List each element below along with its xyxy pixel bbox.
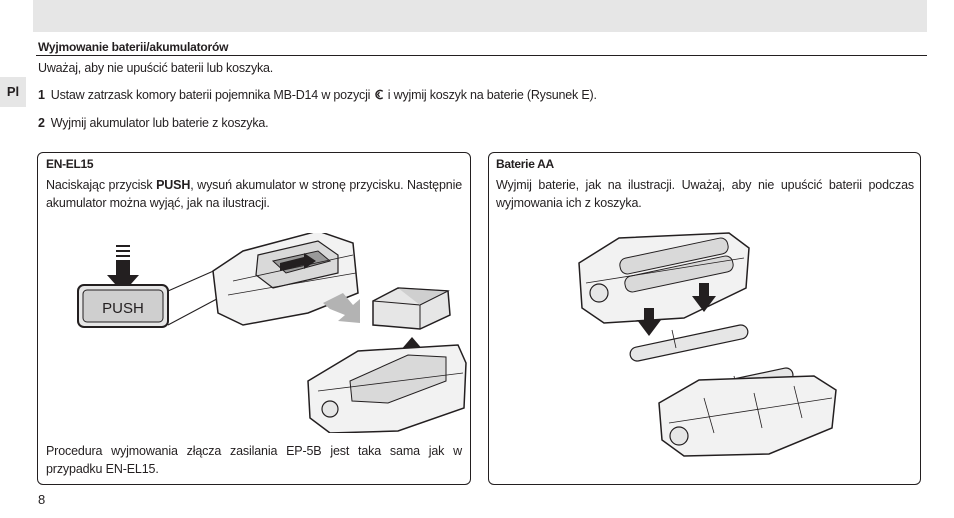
section-heading: Wyjmowanie baterii/akumulatorów <box>38 40 229 54</box>
push-button-label: PUSH <box>102 300 144 317</box>
enel15-text-post: , wysuń akumulator w stronę przycisku. N… <box>46 178 462 210</box>
aa-title: Baterie AA <box>496 157 554 171</box>
step-1-text-after: i wyjmij koszyk na baterie (Rysunek E). <box>387 88 597 102</box>
step-2-number: 2 <box>38 116 45 130</box>
aa-instructions: Wyjmij baterie, jak na ilustracji. Uważa… <box>496 178 914 210</box>
aa-removal-illustration <box>578 232 837 457</box>
top-bar <box>33 0 927 32</box>
aa-panel: Baterie AA Wyjmij baterie, jak na ilustr… <box>488 152 921 485</box>
step-2: 2 Wyjmij akumulator lub baterie z koszyka… <box>38 116 269 130</box>
page-number: 8 <box>38 492 46 507</box>
step-2-text: Wyjmij akumulator lub baterie z koszyka. <box>50 116 269 130</box>
intro-text: Uważaj, aby nie upuścić baterii lub kosz… <box>38 61 274 75</box>
enel15-instructions: Naciskając przycisk PUSH, wysuń akumulat… <box>46 176 462 212</box>
enel15-removal-illustration: PUSH <box>77 233 467 433</box>
key-latch-icon <box>374 89 383 100</box>
enel15-panel: EN-EL15 Naciskając przycisk PUSH, wysuń … <box>37 152 471 485</box>
language-tab: Pl <box>0 77 26 107</box>
enel15-push-word: PUSH <box>156 178 191 192</box>
step-1: 1 Ustaw zatrzask komory baterii pojemnika… <box>38 88 597 102</box>
enel15-title: EN-EL15 <box>46 157 94 171</box>
enel15-footer-note: Procedura wyjmowania złącza zasilania EP… <box>46 444 462 476</box>
step-1-text-before: Ustaw zatrzask komory baterii pojemnika … <box>50 88 371 102</box>
step-1-number: 1 <box>38 88 45 102</box>
heading-rule <box>36 55 927 56</box>
enel15-text-pre: Naciskając przycisk <box>46 178 157 192</box>
